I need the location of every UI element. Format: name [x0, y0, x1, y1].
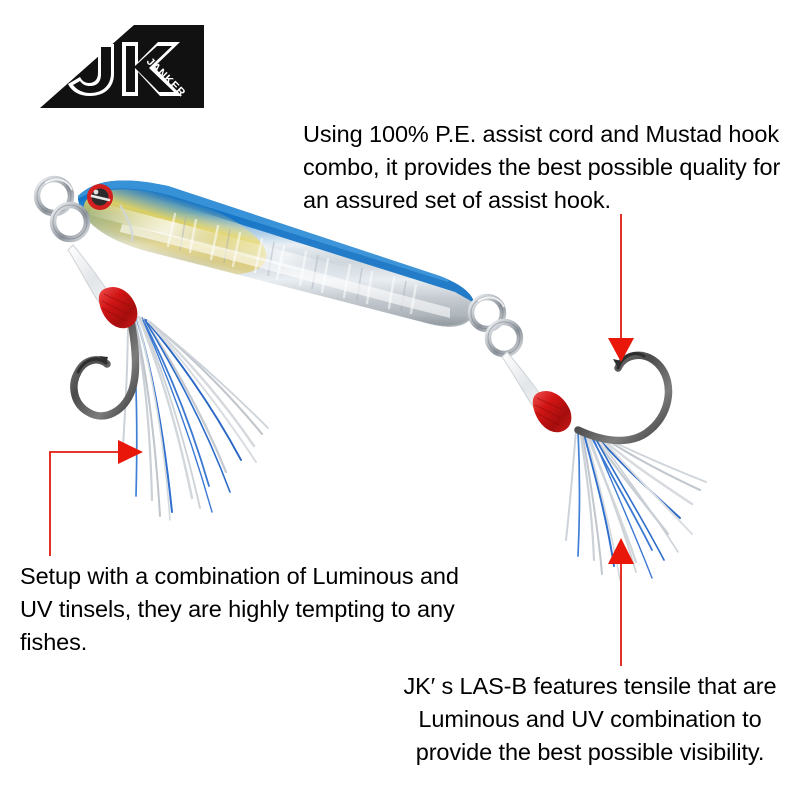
lure-eye [87, 184, 113, 210]
assist-hook-rear [574, 351, 673, 445]
thread-wrap-front [98, 286, 138, 329]
split-ring-front [33, 175, 91, 243]
jig-body [78, 180, 475, 327]
thread-wrap-rear [532, 390, 572, 433]
caption-assist-cord: Using 100% P.E. assist cord and Mustad h… [303, 121, 781, 213]
assist-rig-front [67, 244, 269, 521]
assist-hook-front [70, 312, 140, 420]
tinsel-front [121, 314, 269, 521]
caption-las-b-tensile: JK′ s LAS-B features tensile that are Lu… [403, 673, 777, 765]
caption-tinsels: Setup with a combination of Luminous and… [20, 563, 459, 655]
tinsel-rear [565, 428, 707, 581]
brand-logo: JANKER [38, 22, 208, 117]
split-ring-rear [467, 293, 524, 358]
assist-rig-rear [501, 351, 707, 581]
